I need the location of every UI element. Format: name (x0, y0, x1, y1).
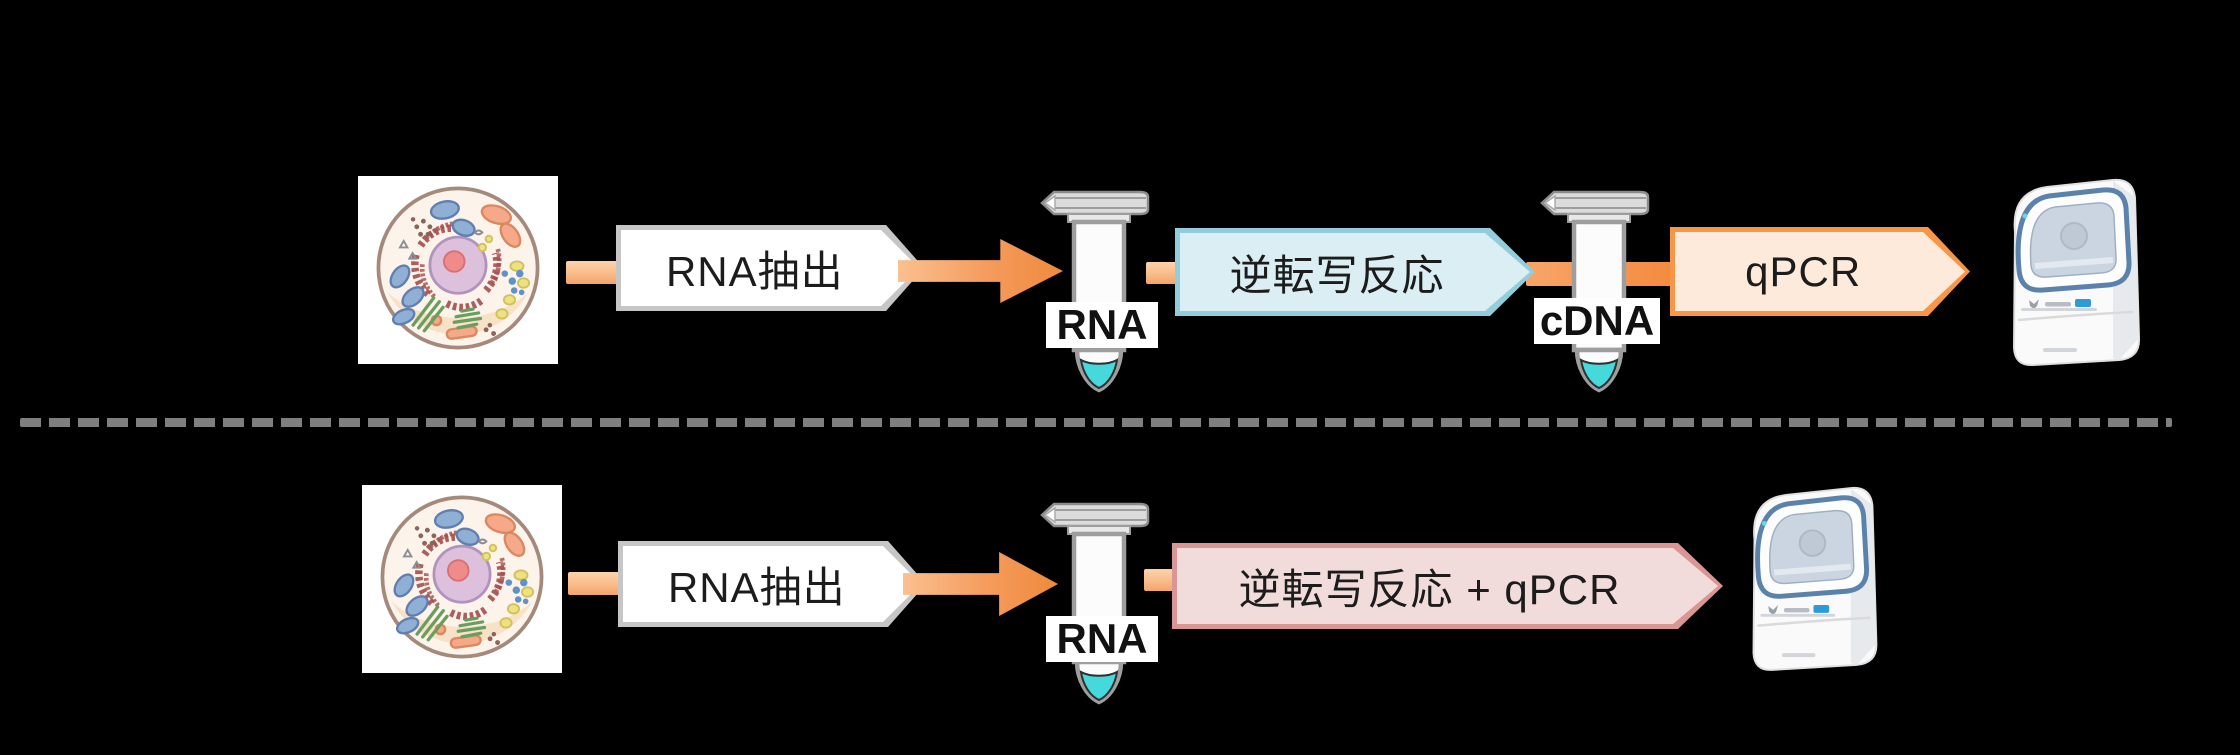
arrow-fill (1180, 233, 1530, 311)
arrow-fill (623, 546, 921, 622)
rna-extraction-label: RNA抽出 (667, 563, 846, 611)
rna-tube-label: RNA (1046, 615, 1158, 662)
combined-rt-qpcr-label: 逆転写反応 + qPCR (1238, 565, 1621, 613)
qpcr-arrow: qPCR (1670, 227, 1970, 316)
flow-arrow-to-rna-tube (903, 552, 1058, 616)
arrow-fill (621, 230, 919, 306)
combined-rt-qpcr-arrow: 逆転写反応 + qPCR (1172, 543, 1723, 629)
arrow-fill (1177, 548, 1718, 624)
rna-tube-icon (1040, 500, 1155, 715)
cell-image (362, 485, 562, 673)
divider-dashed-line (20, 418, 2172, 427)
rna-extraction-arrow: RNA抽出 (618, 541, 926, 627)
qpcr-machine-icon (1985, 170, 2160, 375)
connector-cell-to-extraction (566, 261, 622, 284)
connector-rna-to-combined (1144, 569, 1178, 591)
reverse-transcription-label: 逆転写反応 (1229, 251, 1445, 299)
cell-image (358, 176, 558, 364)
reverse-transcription-arrow: 逆転写反応 (1175, 228, 1535, 316)
rna-extraction-label: RNA抽出 (665, 247, 844, 295)
connector-rna-to-rt (1146, 262, 1178, 284)
arrow-fill (1675, 232, 1965, 311)
rna-tube-icon (1040, 188, 1155, 403)
connector-cell-to-extraction (568, 572, 622, 595)
qpcr-label: qPCR (1745, 247, 1862, 295)
cdna-tube-label: cDNA (1534, 297, 1660, 344)
cdna-tube-icon (1540, 188, 1655, 403)
cell-illustration-icon (368, 489, 556, 670)
cell-illustration-icon (364, 180, 552, 361)
qpcr-machine-icon (1725, 475, 1897, 683)
rna-extraction-arrow: RNA抽出 (616, 225, 924, 311)
rna-tube-label: RNA (1046, 301, 1158, 348)
